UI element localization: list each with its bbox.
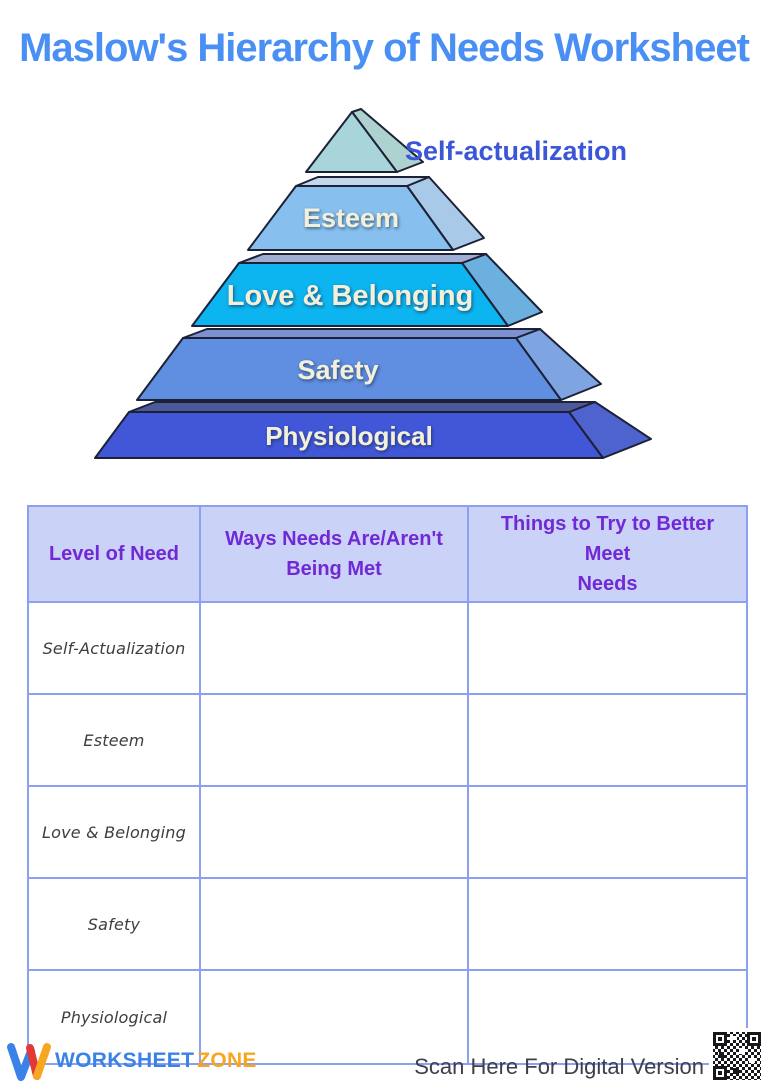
answer-cell-things-love-belonging bbox=[469, 787, 746, 879]
row-label-text: Love & Belonging bbox=[42, 822, 186, 842]
row-label-love-belonging: Love & Belonging bbox=[29, 787, 201, 879]
tier3-front-face bbox=[191, 262, 509, 327]
row-label-text: Self-Actualization bbox=[42, 638, 186, 658]
answer-cell-things-esteem bbox=[469, 695, 746, 787]
esteem-label: Esteem bbox=[303, 203, 399, 233]
apex-label: Self-actualization bbox=[405, 136, 627, 166]
page-title: Maslow's Hierarchy of Needs Worksheet bbox=[19, 26, 750, 70]
answer-cell-ways-love-belonging bbox=[201, 787, 469, 879]
tier3-lid bbox=[238, 253, 487, 264]
logo-w-icon bbox=[7, 1043, 51, 1081]
tier1-front-face bbox=[305, 111, 398, 173]
column-header-things-to-try: Things to Try to Better Meet Needs bbox=[469, 507, 746, 603]
answer-cell-ways-physiological bbox=[201, 971, 469, 1063]
love-belonging-label: Love & Belonging bbox=[227, 280, 474, 312]
answer-cell-ways-safety bbox=[201, 879, 469, 971]
pyramid-level-physiological bbox=[94, 401, 652, 459]
brand-word-worksheet: WORKSHEET bbox=[55, 1049, 195, 1072]
answer-cell-things-safety bbox=[469, 879, 746, 971]
pyramid-level-love-belonging bbox=[191, 253, 543, 327]
column-header-level-of-need: Level of Need bbox=[29, 507, 201, 603]
maslow-pyramid-diagram: Self-actualization Esteem Love & Belongi… bbox=[80, 100, 720, 480]
tier5-front-face bbox=[94, 411, 604, 459]
tier4-front-face bbox=[136, 337, 562, 401]
answer-cell-things-self-actualization bbox=[469, 603, 746, 695]
tier2-front-face bbox=[247, 185, 454, 251]
answer-cell-ways-esteem bbox=[201, 695, 469, 787]
physiological-label: Physiological bbox=[265, 421, 433, 451]
tier2-lid bbox=[295, 176, 430, 187]
row-label-text: Physiological bbox=[60, 1007, 168, 1027]
pyramid-svg: Self-actualization Esteem Love & Belongi… bbox=[94, 108, 652, 459]
row-label-self-actualization: Self-Actualization bbox=[29, 603, 201, 695]
row-label-esteem: Esteem bbox=[29, 695, 201, 787]
qr-code bbox=[709, 1028, 765, 1084]
tier5-lid bbox=[128, 401, 596, 413]
row-label-text: Esteem bbox=[83, 730, 145, 750]
brand-word-zone: ZONE bbox=[197, 1049, 257, 1072]
safety-label: Safety bbox=[297, 355, 378, 385]
pyramid-level-esteem bbox=[247, 176, 485, 251]
answer-cell-ways-self-actualization bbox=[201, 603, 469, 695]
tier4-lid bbox=[182, 328, 541, 339]
row-label-safety: Safety bbox=[29, 879, 201, 971]
column-header-ways-needs-met: Ways Needs Are/Aren't Being Met bbox=[201, 507, 469, 603]
pyramid-level-self-actualization bbox=[305, 108, 424, 173]
answer-cell-things-physiological bbox=[469, 971, 746, 1063]
pyramid-level-safety bbox=[136, 328, 602, 401]
row-label-physiological: Physiological bbox=[29, 971, 201, 1063]
needs-table: Level of Need Ways Needs Are/Aren't Bein… bbox=[27, 505, 748, 1065]
scan-here-label: Scan Here For Digital Version bbox=[414, 1054, 704, 1079]
row-label-text: Safety bbox=[87, 914, 141, 934]
